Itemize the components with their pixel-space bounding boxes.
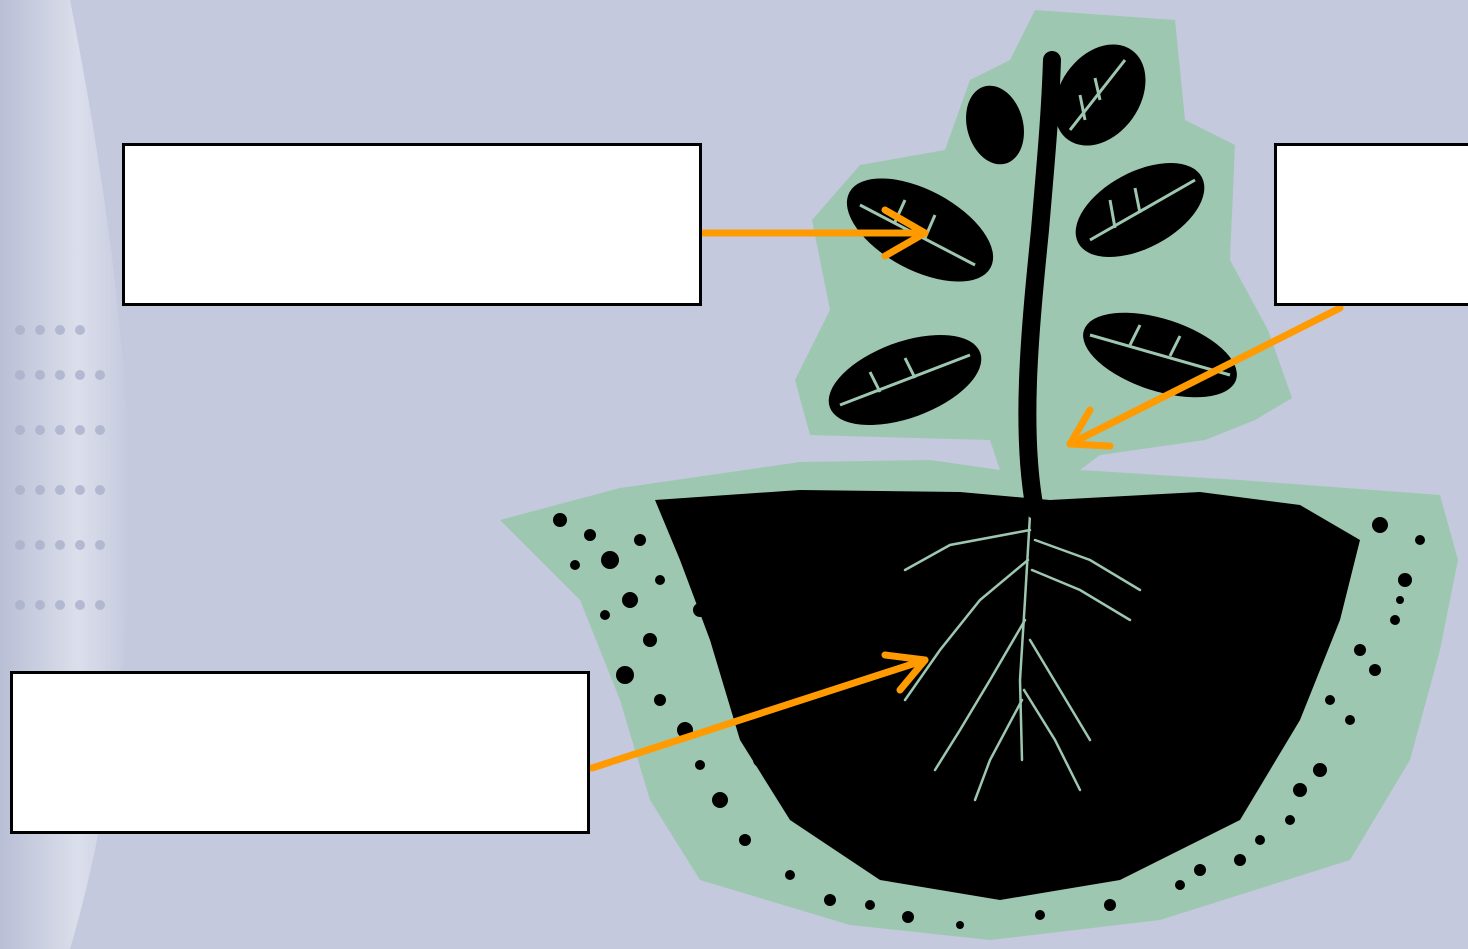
arrow-to-leaf [704, 210, 925, 256]
stem-label-box[interactable] [1274, 143, 1468, 306]
leaf-label-box[interactable] [122, 143, 702, 306]
root-label-box[interactable] [10, 671, 590, 834]
